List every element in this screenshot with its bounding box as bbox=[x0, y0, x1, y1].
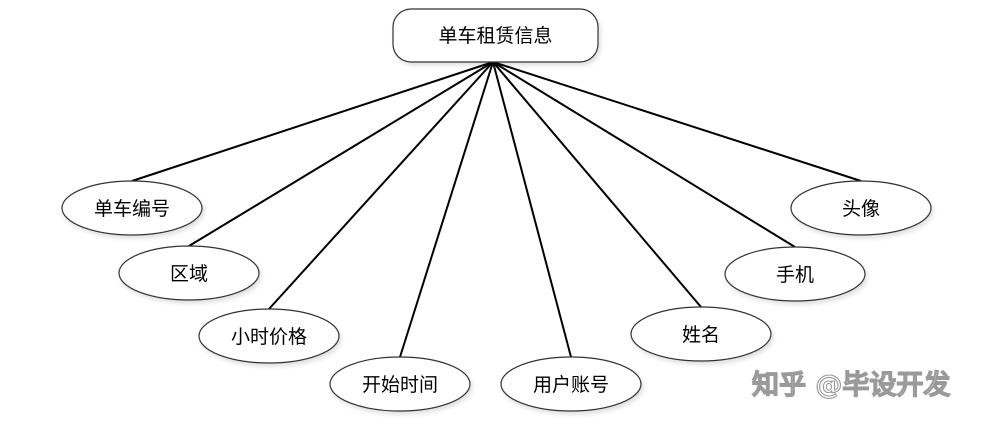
attribute-label: 头像 bbox=[842, 198, 880, 220]
connector-line bbox=[399, 61, 494, 358]
ellipse-shape bbox=[500, 356, 642, 412]
connector-line bbox=[492, 61, 702, 308]
attribute-label: 单车编号 bbox=[94, 198, 170, 220]
ellipse-shape bbox=[118, 245, 260, 301]
attribute-label: 开始时间 bbox=[362, 374, 438, 396]
attribute-ellipse: 姓名 bbox=[630, 306, 772, 362]
ellipse-shape bbox=[329, 356, 471, 412]
attribute-label: 区域 bbox=[170, 263, 208, 285]
attribute-ellipse: 用户账号 bbox=[500, 356, 642, 412]
attribute-label: 小时价格 bbox=[231, 326, 307, 348]
ellipse-shape bbox=[61, 180, 203, 236]
ellipse-shape bbox=[198, 308, 340, 364]
ellipse-shape bbox=[630, 306, 772, 362]
connector-line bbox=[492, 61, 796, 248]
attribute-ellipse: 单车编号 bbox=[61, 180, 203, 236]
ellipse-shape bbox=[724, 246, 866, 302]
attribute-ellipse: 区域 bbox=[118, 245, 260, 301]
entity-label: 单车租赁信息 bbox=[438, 25, 552, 47]
watermark: 知乎 @毕设开发 bbox=[752, 369, 950, 401]
attribute-label: 手机 bbox=[776, 264, 814, 286]
attribute-ellipse: 手机 bbox=[724, 246, 866, 302]
entity-box: 单车租赁信息 bbox=[392, 8, 599, 63]
connector-lines bbox=[131, 61, 862, 358]
attribute-ellipse: 小时价格 bbox=[198, 308, 340, 364]
connector-line bbox=[492, 61, 862, 182]
connector-line bbox=[268, 61, 494, 310]
attribute-ellipse: 头像 bbox=[790, 180, 932, 236]
ellipse-shape bbox=[790, 180, 932, 236]
attribute-label: 用户账号 bbox=[533, 374, 609, 396]
connector-line bbox=[188, 61, 494, 247]
connector-line bbox=[131, 61, 494, 182]
attribute-label: 姓名 bbox=[682, 324, 720, 346]
connector-line bbox=[492, 61, 572, 358]
attribute-ellipse: 开始时间 bbox=[329, 356, 471, 412]
